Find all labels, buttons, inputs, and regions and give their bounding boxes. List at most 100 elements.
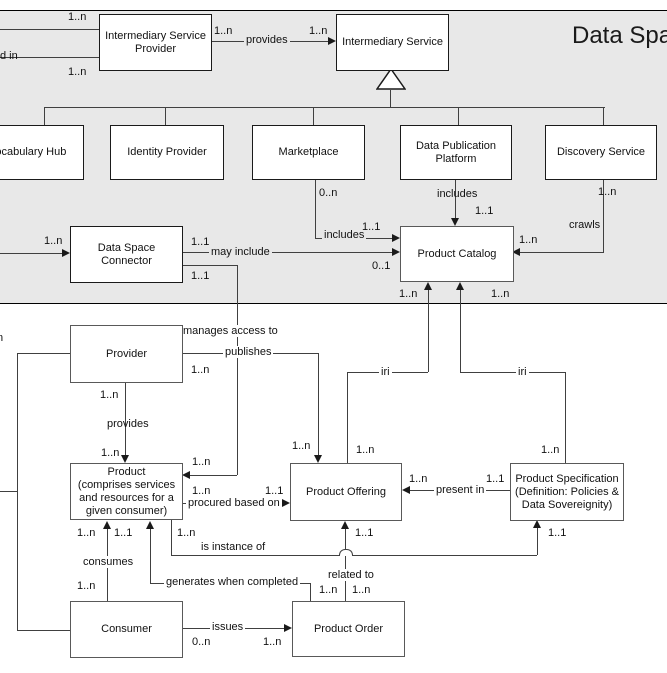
connector-line xyxy=(310,583,311,601)
arrowhead xyxy=(392,248,400,256)
connector-line xyxy=(44,107,605,108)
multiplicity-label: 1..n xyxy=(192,485,211,497)
connector-line xyxy=(165,107,166,125)
connector-line xyxy=(455,178,456,218)
multiplicity-label: 1..n xyxy=(77,527,96,539)
connector-line xyxy=(458,107,459,125)
multiplicity-label: 1..n xyxy=(491,288,510,300)
multiplicity-label: 1..n xyxy=(100,389,119,401)
edge-label: procured based on xyxy=(186,497,282,509)
node-label: Data Publication Platform xyxy=(415,139,497,165)
connector-line xyxy=(347,372,348,463)
node-identity-provider: Identity Provider xyxy=(110,125,224,180)
edge-label: iri xyxy=(379,366,392,378)
multiplicity-label: 1..n xyxy=(77,580,96,592)
edge-label: iri xyxy=(516,366,529,378)
arrowhead xyxy=(424,282,432,290)
edge-label: provides xyxy=(244,34,290,46)
edge-label: related to xyxy=(326,569,376,581)
arrowhead xyxy=(284,624,292,632)
connector-line xyxy=(237,265,238,475)
connector-line xyxy=(318,353,319,455)
edge-label: includes xyxy=(437,188,478,200)
multiplicity-label: 1..n xyxy=(263,636,282,648)
node-vocabulary-hub: Vocabulary Hub xyxy=(0,125,84,180)
multiplicity-label: 1..n xyxy=(409,473,428,485)
connector-line xyxy=(537,528,538,555)
connector-line xyxy=(345,529,346,601)
connector-line xyxy=(150,529,151,583)
connector-line xyxy=(460,290,461,372)
connector-line xyxy=(182,265,237,266)
connector-line xyxy=(565,372,566,463)
multiplicity-label: 0..n xyxy=(192,636,211,648)
multiplicity-label: 1..1 xyxy=(548,527,567,539)
edge-label: crawls xyxy=(569,219,601,231)
node-product-order: Product Order xyxy=(292,601,405,657)
node-product: Product (comprises services and resource… xyxy=(70,463,183,520)
multiplicity-label: 1..1 xyxy=(355,527,374,539)
connector-line xyxy=(17,630,70,631)
node-label: Data Space Connector xyxy=(97,241,156,267)
edge-label-fragment: d in xyxy=(0,50,18,62)
multiplicity-label: 1..n xyxy=(68,11,87,23)
multiplicity-label: 1..n xyxy=(214,25,233,37)
edge-label: manages access to xyxy=(181,325,280,337)
multiplicity-label: 1..1 xyxy=(362,221,381,233)
node-provider: Provider xyxy=(70,325,183,383)
connector-line xyxy=(171,518,172,555)
node-intermediary-service: Intermediary Service xyxy=(336,14,449,71)
connector-line xyxy=(125,381,126,455)
node-label: Marketplace xyxy=(278,146,339,158)
connector-line xyxy=(44,107,45,125)
arrowhead xyxy=(328,37,336,45)
multiplicity-label: 1..n xyxy=(598,186,617,198)
multiplicity-label: 1..n xyxy=(541,444,560,456)
arrowhead xyxy=(533,520,541,528)
node-intermediary-service-provider: Intermediary Service Provider xyxy=(99,14,212,71)
multiplicity-label: 1..n xyxy=(192,456,211,468)
node-label: Discovery Service xyxy=(556,146,646,158)
arrowhead xyxy=(402,486,410,494)
edge-label: is instance of xyxy=(201,541,266,553)
node-data-space-connector: Data Space Connector xyxy=(70,226,183,283)
node-label: Product Specification (Definition: Polic… xyxy=(515,472,619,511)
connector-line xyxy=(520,252,604,253)
connector-line xyxy=(0,491,17,492)
node-product-offering: Product Offering xyxy=(290,463,402,521)
connector-line xyxy=(0,57,99,58)
connector-line xyxy=(313,107,314,125)
node-label: Product Offering xyxy=(306,485,386,498)
multiplicity-label: 1..1 xyxy=(265,485,284,497)
connector-line xyxy=(0,253,62,254)
node-label: Consumer xyxy=(101,623,152,635)
edge-label-fragment: n xyxy=(0,332,4,344)
arrowhead xyxy=(182,471,190,479)
connector-line xyxy=(428,290,429,372)
connector-line xyxy=(190,475,237,476)
connector-line xyxy=(460,372,565,373)
node-product-catalog: Product Catalog xyxy=(400,226,514,282)
multiplicity-label: 1..n xyxy=(309,25,328,37)
connector-line xyxy=(603,178,604,253)
multiplicity-label: 1..n xyxy=(519,234,538,246)
multiplicity-label: 1..n xyxy=(319,584,338,596)
line-hop xyxy=(339,549,353,556)
multiplicity-label: 1..1 xyxy=(191,270,210,282)
arrowhead xyxy=(512,248,520,256)
connector-line xyxy=(171,555,537,556)
connector-line xyxy=(0,29,99,30)
multiplicity-label: 1..n xyxy=(191,364,210,376)
edge-label: generates when completed xyxy=(164,576,301,588)
edge-label: provides xyxy=(107,418,149,430)
multiplicity-label: 1..n xyxy=(292,440,311,452)
arrowhead xyxy=(456,282,464,290)
arrowhead xyxy=(341,521,349,529)
node-data-publication-platform: Data Publication Platform xyxy=(400,125,512,180)
node-label: Identity Provider xyxy=(127,146,207,158)
multiplicity-label: 0..n xyxy=(319,187,338,199)
multiplicity-label: 1..1 xyxy=(114,527,133,539)
multiplicity-label: 1..n xyxy=(352,584,371,596)
node-label: Intermediary Service Provider xyxy=(105,29,206,55)
edge-label: may include xyxy=(209,246,272,258)
